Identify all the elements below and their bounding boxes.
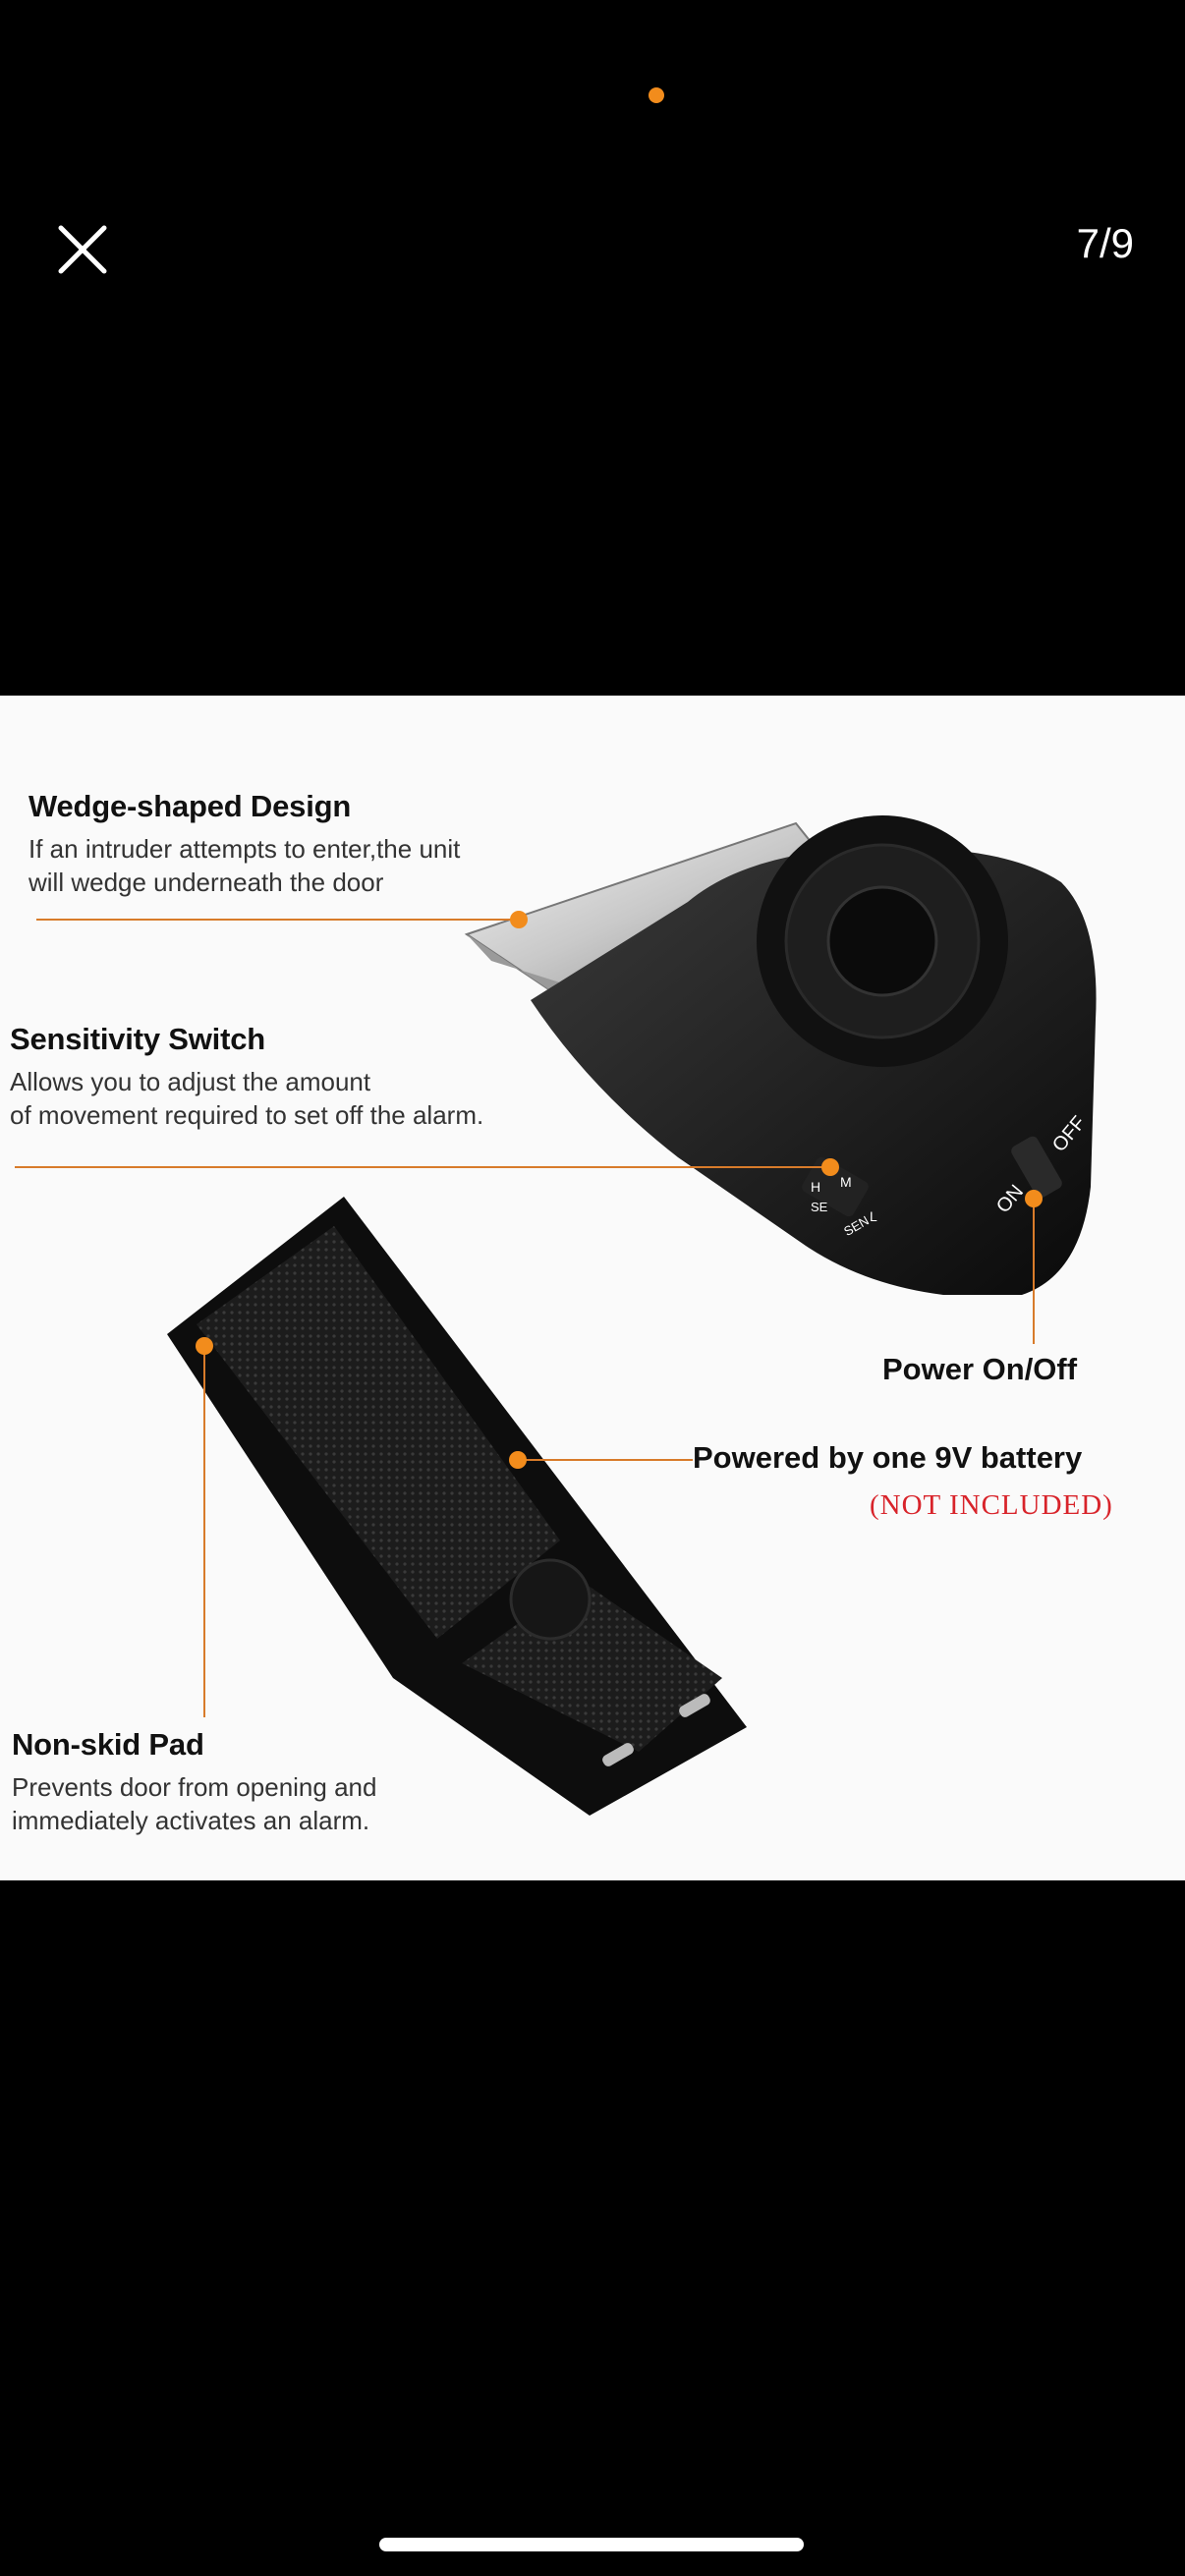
battery-label: Powered by one 9V battery — [693, 1440, 1083, 1475]
battery-note: (NOT INCLUDED) — [870, 1489, 1113, 1521]
home-indicator[interactable] — [379, 2538, 804, 2551]
feature-sensitivity: Sensitivity Switch Allows you to adjust … — [10, 1022, 483, 1132]
power-label: Power On/Off — [882, 1352, 1078, 1386]
close-icon — [58, 225, 107, 274]
callout-dot-pad — [196, 1337, 213, 1355]
close-button[interactable] — [51, 218, 114, 281]
feature-wedge-title: Wedge-shaped Design — [28, 789, 352, 823]
feature-pad-desc-2: immediately activates an alarm. — [12, 1806, 370, 1835]
feature-pad-desc-1: Prevents door from opening and — [12, 1772, 377, 1802]
page-dot-indicator — [649, 87, 664, 103]
feature-sensitivity-desc-2: of movement required to set off the alar… — [10, 1100, 484, 1130]
callout-lines — [15, 919, 1035, 1717]
page-counter: 7/9 — [1076, 220, 1134, 266]
product-image[interactable]: ON OFF H M L SE SEN Wedge-shaped Design … — [0, 696, 1185, 1880]
alarm-unit — [464, 815, 1097, 1295]
callout-dot-sensitivity — [821, 1158, 839, 1176]
callout-dot-battery — [509, 1451, 527, 1469]
feature-pad: Non-skid Pad Prevents door from opening … — [12, 1727, 376, 1837]
product-illustration: ON OFF H M L SE SEN — [15, 815, 1097, 1816]
feature-pad-title: Non-skid Pad — [12, 1727, 204, 1762]
callout-dot-power — [1025, 1190, 1043, 1207]
sensitivity-h-mark: H — [811, 1179, 820, 1195]
callout-dots — [196, 911, 1043, 1469]
feature-sensitivity-desc-1: Allows you to adjust the amount — [10, 1067, 371, 1096]
sensitivity-l-mark: L — [870, 1208, 877, 1224]
callout-dot-wedge — [510, 911, 528, 928]
feature-sensitivity-title: Sensitivity Switch — [10, 1022, 265, 1056]
feature-wedge-desc-1: If an intruder attempts to enter,the uni… — [28, 834, 461, 864]
pad-unit — [167, 1197, 747, 1816]
sensitivity-m-mark: M — [840, 1174, 852, 1190]
feature-wedge-desc-2: will wedge underneath the door — [28, 868, 384, 897]
sensitivity-se-mark: SE — [811, 1200, 828, 1214]
feature-wedge: Wedge-shaped Design If an intruder attem… — [28, 789, 460, 899]
